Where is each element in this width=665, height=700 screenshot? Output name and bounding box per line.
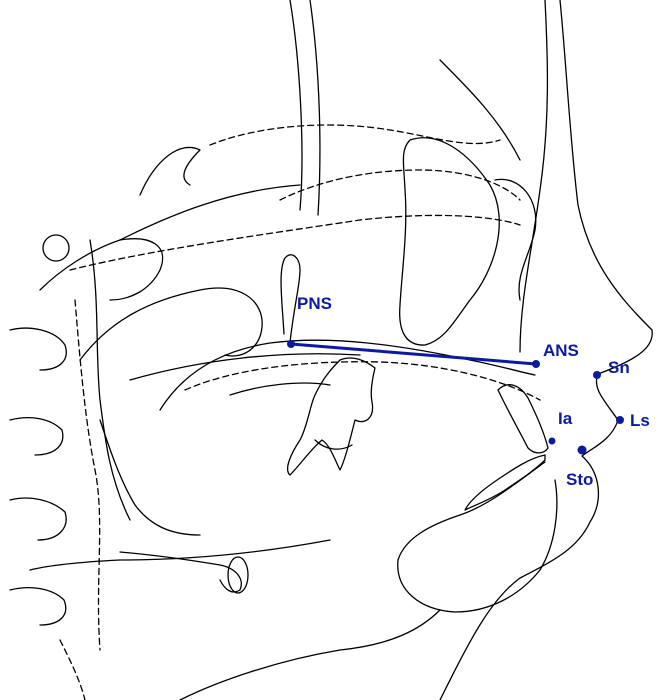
landmark-ans-point	[532, 360, 540, 368]
maxillary-molar	[288, 358, 375, 475]
orbit-floor	[280, 170, 520, 200]
zygoma-dashed	[210, 125, 500, 145]
hard-palate	[230, 383, 330, 395]
palate-contour	[160, 340, 535, 410]
landmark-sto-label: Sto	[566, 470, 593, 489]
zygoma-lower	[120, 185, 300, 240]
landmark-sto-point	[578, 446, 587, 455]
landmark-pns-label: PNS	[297, 294, 332, 313]
posterior-pharynx	[90, 240, 130, 520]
clivus	[40, 239, 163, 300]
cervical-dashed	[75, 300, 100, 650]
vertebra-c5	[10, 588, 66, 625]
landmark-ls-label: Ls	[630, 411, 650, 430]
lower-incisor	[465, 455, 545, 510]
landmark-ia-point	[549, 438, 556, 445]
landmark-sn-point	[593, 371, 601, 379]
orbit-contour	[440, 60, 520, 160]
orbit-outline-1	[290, 0, 302, 210]
mandible-lower-border	[30, 540, 330, 570]
zygoma-upper	[140, 147, 200, 195]
neck-dashed	[60, 640, 85, 700]
vertebra-c4	[10, 498, 66, 540]
landmark-pns-point	[287, 340, 295, 348]
palatal-dashed-outline	[70, 215, 520, 270]
landmark-sn-label: Sn	[608, 358, 630, 377]
sella-circle	[43, 235, 69, 261]
mandible-symphysis	[398, 462, 557, 612]
landmark-ans-label: ANS	[543, 341, 579, 360]
landmark-ia-label: Ia	[558, 409, 573, 428]
mandible-ramus	[100, 420, 200, 535]
orbit-outline-2	[310, 0, 320, 215]
vertebra-c3	[10, 418, 63, 455]
nasal-concha	[495, 179, 536, 300]
landmark-ls-point	[616, 416, 624, 424]
neck-contour	[180, 610, 440, 700]
upper-incisor	[498, 385, 548, 453]
cranial-base-curve	[80, 288, 262, 360]
vertebra-c2	[10, 328, 66, 370]
landmark-labels: PNS ANS Sn Ls Ia Sto	[297, 294, 650, 489]
nasal-bridge	[520, 0, 547, 352]
maxillary-sinus	[400, 138, 500, 345]
tongue-dorsum	[185, 362, 540, 400]
